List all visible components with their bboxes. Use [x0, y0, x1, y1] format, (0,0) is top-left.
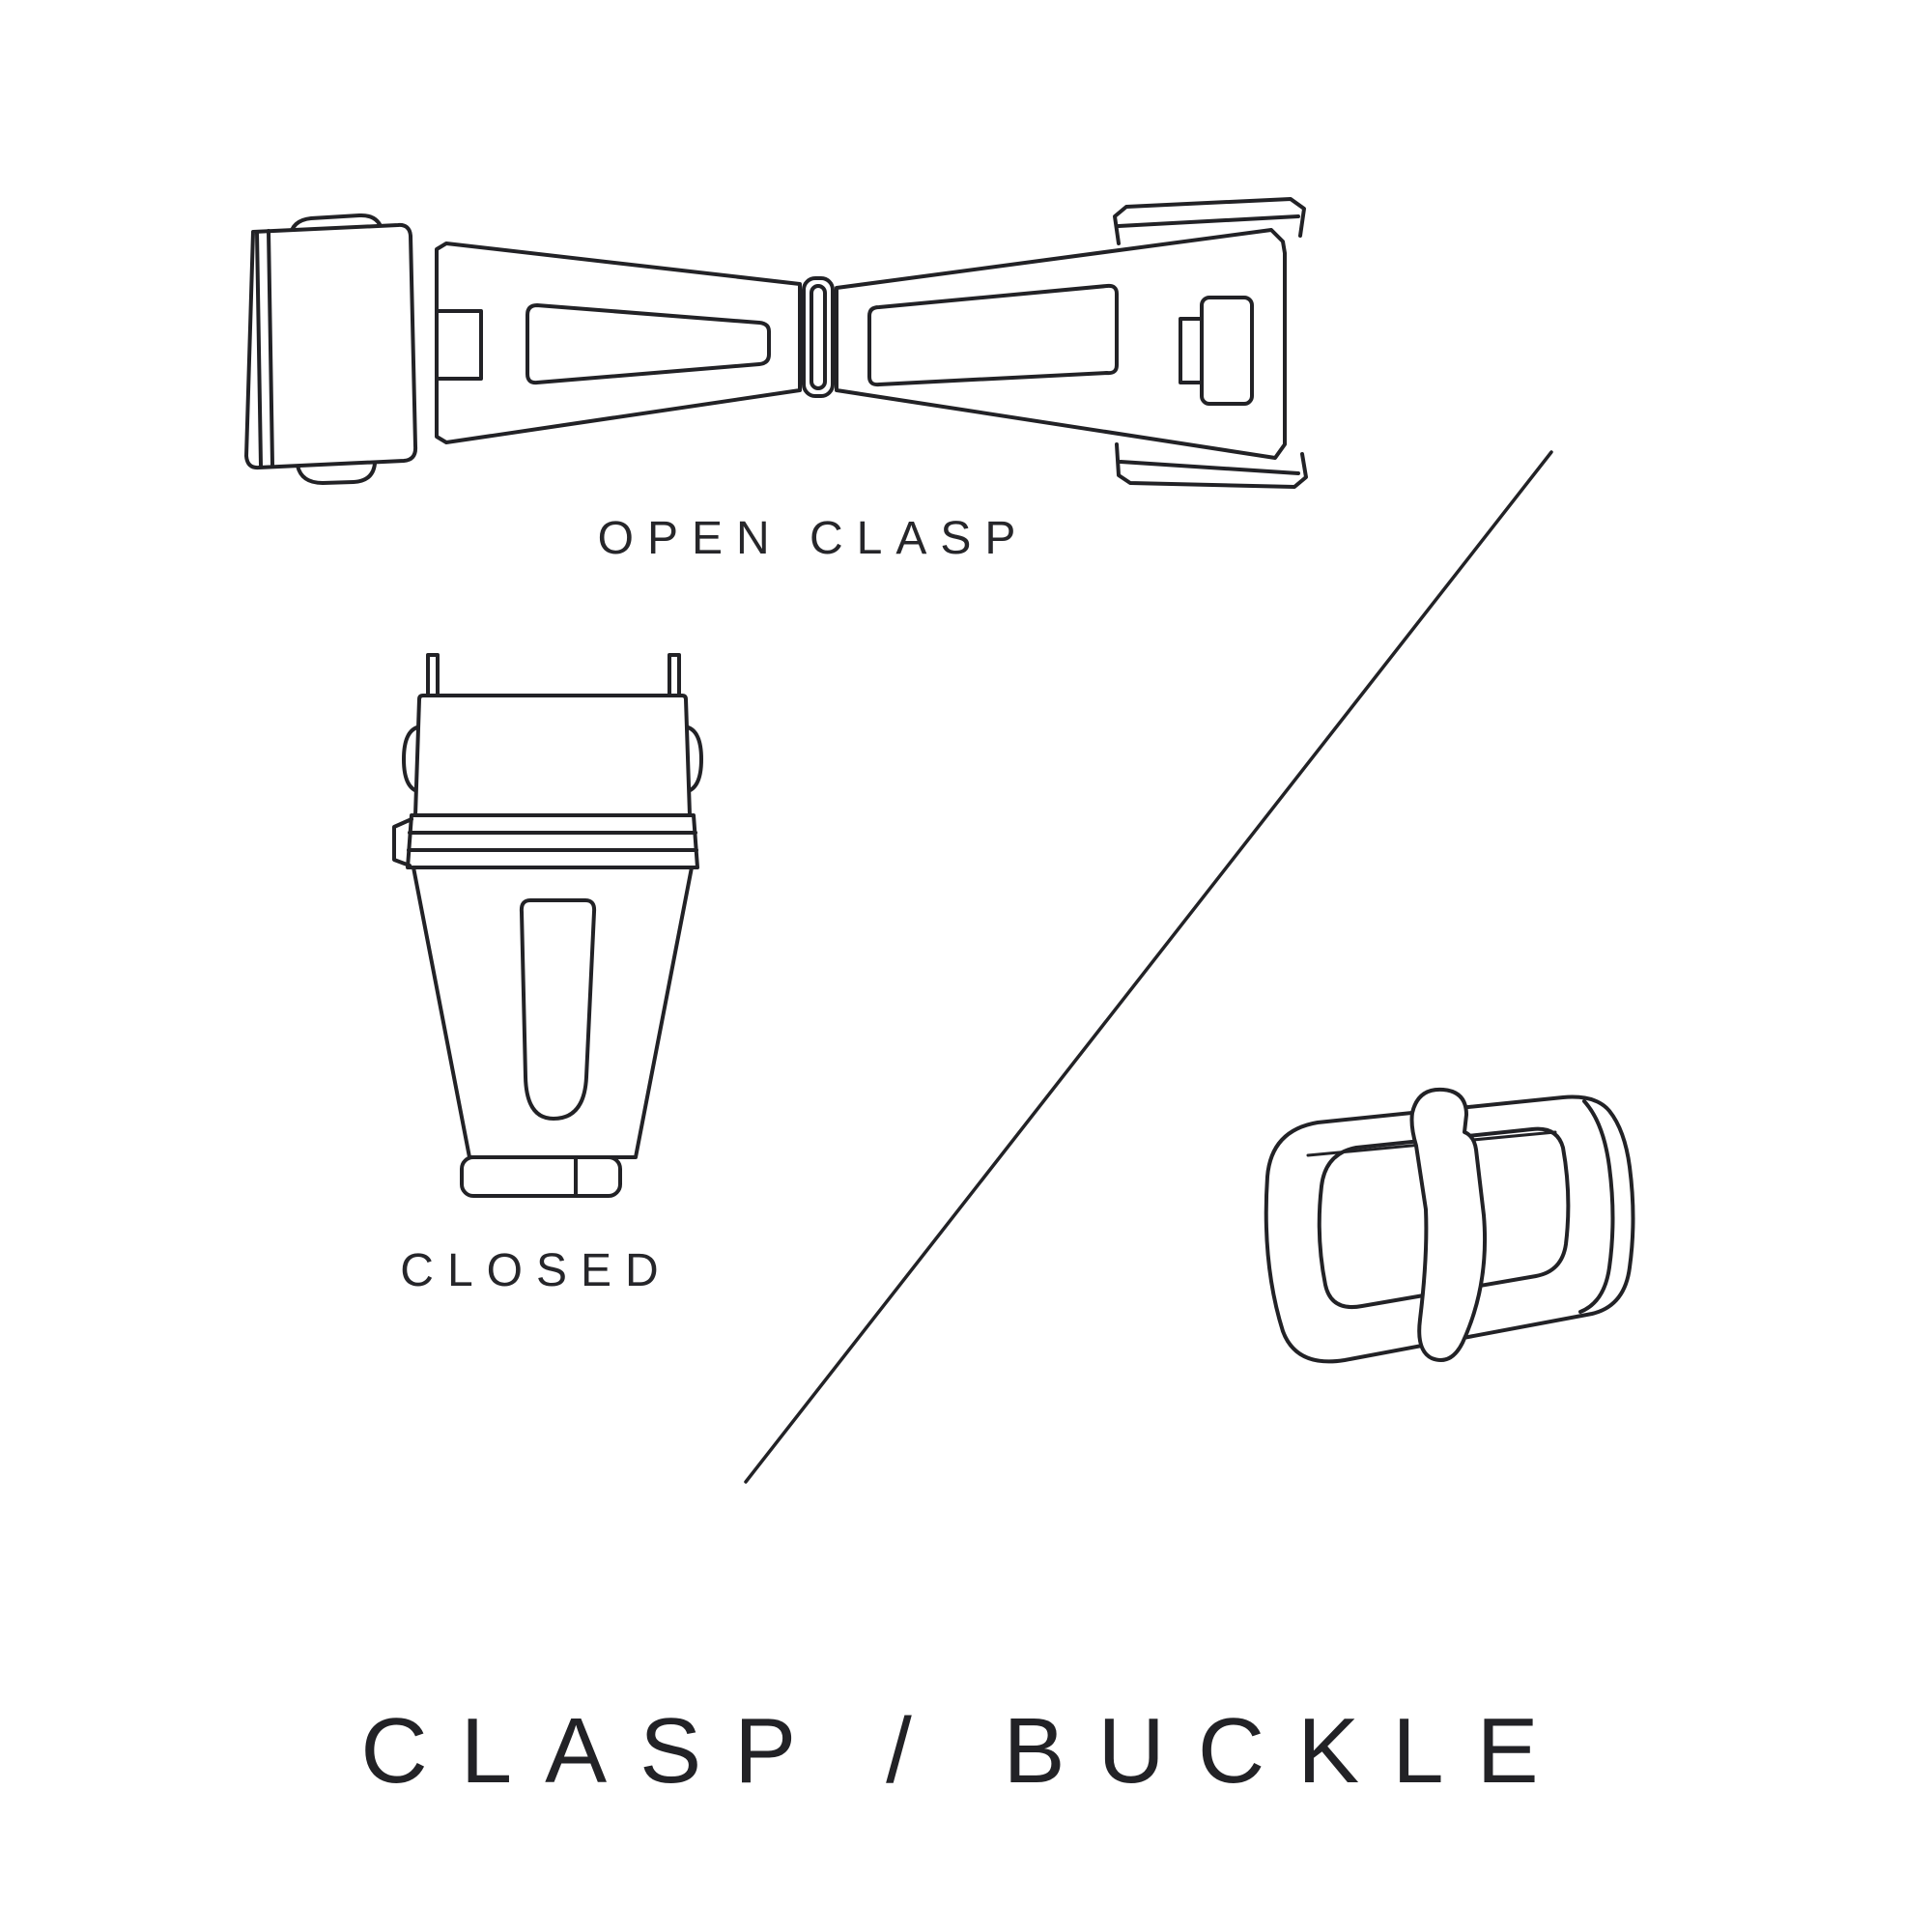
open-clasp-left-tab-bottom — [296, 462, 377, 485]
closed-clasp-illustration — [392, 653, 703, 1198]
open-clasp-right-arm — [835, 228, 1287, 460]
closed-clasp-bottom-bar — [460, 1155, 622, 1198]
closed-clasp-label: CLOSED — [400, 1245, 672, 1296]
closed-clasp-top-block — [413, 694, 692, 817]
open-clasp-hinge — [802, 276, 835, 398]
diagonal-divider-line — [744, 450, 1553, 1484]
closed-clasp-prong-left — [426, 653, 440, 701]
tang-buckle-illustration — [1264, 1087, 1635, 1364]
open-clasp-left-block — [244, 222, 418, 470]
buckle-tongue — [1409, 1087, 1488, 1362]
closed-clasp-body — [412, 866, 694, 1159]
open-clasp-illustration — [244, 197, 1308, 489]
closed-clasp-prong-right — [668, 653, 681, 701]
open-clasp-left-arm — [435, 242, 802, 444]
closed-clasp-band — [406, 813, 699, 869]
open-clasp-catch — [1200, 296, 1254, 406]
page-title: CLASP / BUCKLE — [360, 1699, 1572, 1803]
open-clasp-label: OPEN CLASP — [597, 513, 1030, 564]
